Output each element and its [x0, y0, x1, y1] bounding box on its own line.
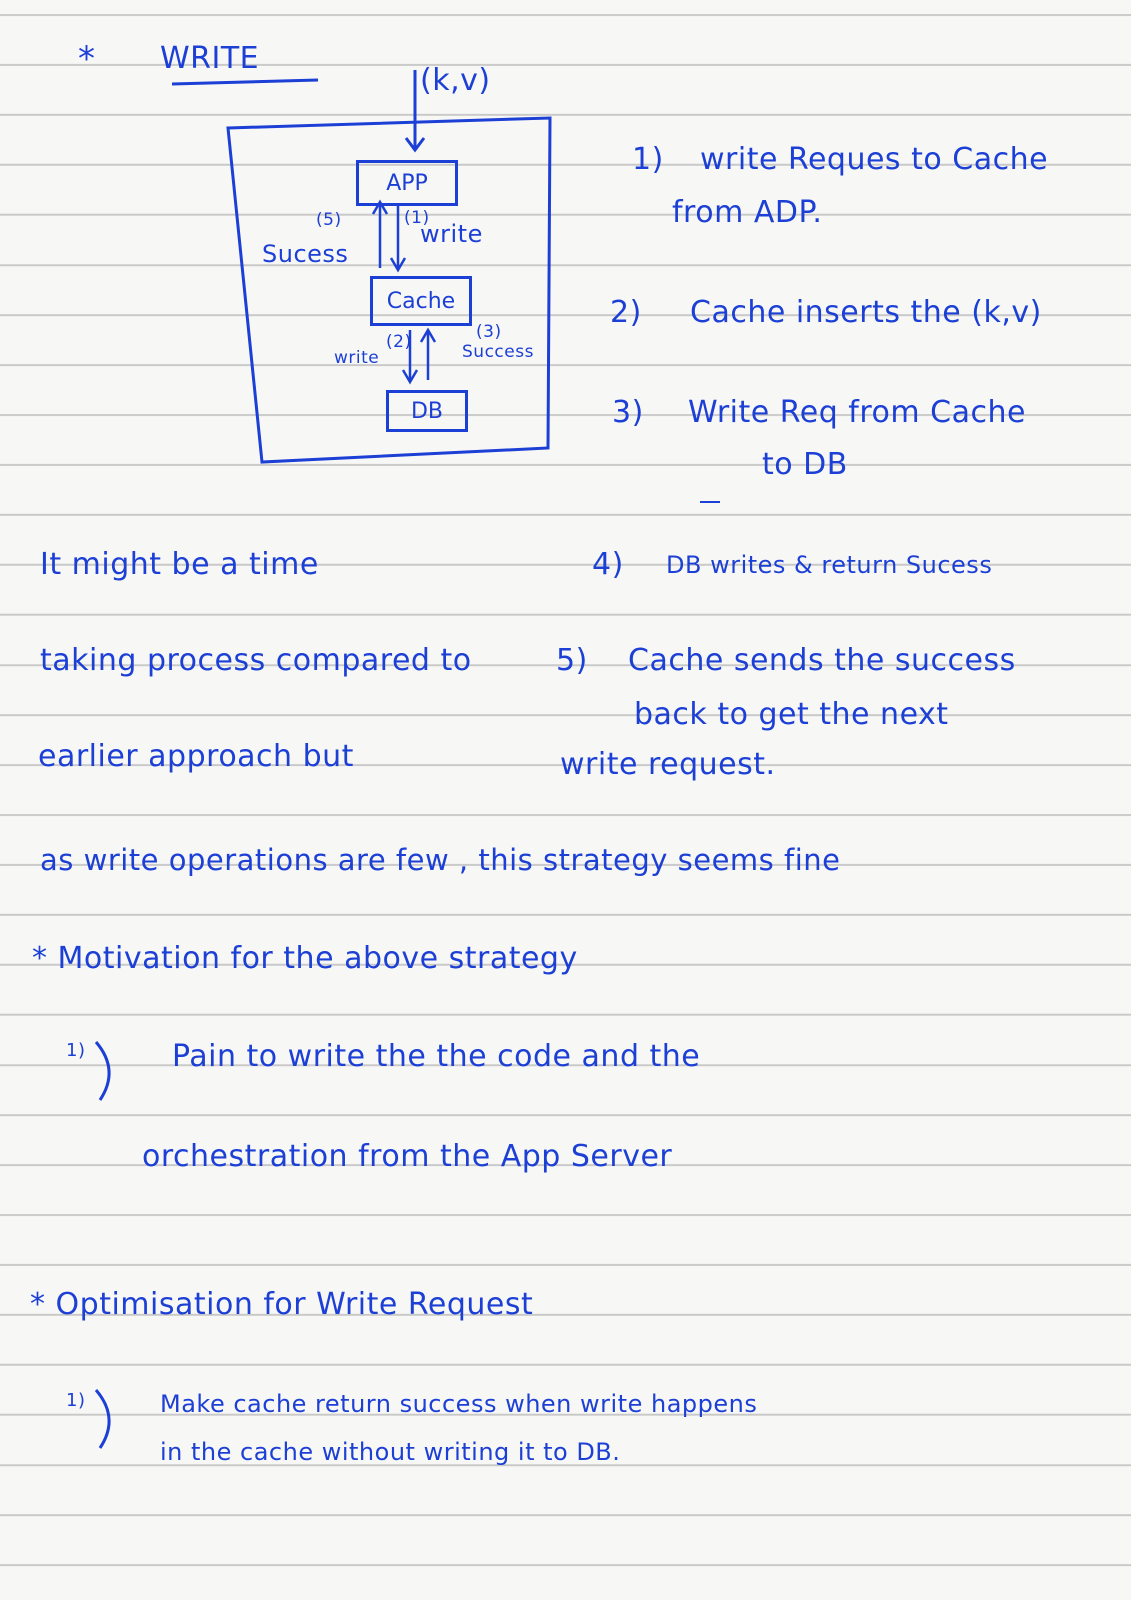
- step1-label: write: [420, 220, 483, 248]
- step5-label: Sucess: [262, 240, 349, 268]
- step4-line1: DB writes & return Sucess: [666, 551, 993, 579]
- step5-line2: back to get the next: [634, 697, 949, 732]
- note-left-line3: earlier approach but: [38, 739, 354, 774]
- step3-line2: to DB: [762, 447, 848, 482]
- cache-label: Cache: [386, 288, 456, 314]
- step2-number: (2): [386, 332, 412, 352]
- step3-num: 3): [612, 395, 644, 430]
- step2-line1: Cache inserts the (k,v): [690, 295, 1042, 330]
- step3-line1: Write Req from Cache: [688, 395, 1026, 430]
- step1-num: 1): [632, 142, 664, 177]
- db-label: DB: [410, 398, 444, 424]
- step3-number: (3): [476, 322, 502, 342]
- note-left-line1: It might be a time: [40, 547, 319, 582]
- step5-number: (5): [316, 210, 342, 230]
- step1-line2: from ADP.: [672, 195, 823, 230]
- heading-title: WRITE: [160, 41, 260, 76]
- input-kv-label: (k,v): [420, 63, 491, 98]
- system-boundary: [226, 116, 552, 464]
- step5-line1: Cache sends the success: [628, 643, 1016, 678]
- optimisation-line2: in the cache without writing it to DB.: [160, 1438, 621, 1466]
- note-left-line2: taking process compared to: [40, 643, 472, 678]
- app-box: APP: [356, 160, 458, 206]
- step2-num: 2): [610, 295, 642, 330]
- app-label: APP: [386, 170, 428, 196]
- optimisation-item-number: 1): [66, 1390, 86, 1411]
- cache-box: Cache: [370, 276, 472, 326]
- db-box: DB: [386, 390, 468, 432]
- note-full-line: as write operations are few , this strat…: [40, 843, 841, 877]
- step1-line1: write Reques to Cache: [700, 142, 1049, 177]
- step1-number: (1): [404, 208, 430, 228]
- motivation-item-number: 1): [66, 1040, 86, 1061]
- step3-label: Success: [462, 342, 534, 362]
- motivation-line1: Pain to write the the code and the: [172, 1039, 701, 1074]
- step2-label: write: [334, 348, 380, 368]
- heading-star: *: [78, 39, 96, 79]
- optimisation-line1: Make cache return success when write hap…: [160, 1390, 758, 1418]
- motivation-line2: orchestration from the App Server: [142, 1139, 673, 1174]
- optimisation-title: * Optimisation for Write Request: [30, 1287, 534, 1322]
- motivation-title: * Motivation for the above strategy: [32, 941, 578, 976]
- step5-num: 5): [556, 643, 588, 678]
- step5-line3: write request.: [560, 747, 776, 782]
- step4-num: 4): [592, 547, 624, 582]
